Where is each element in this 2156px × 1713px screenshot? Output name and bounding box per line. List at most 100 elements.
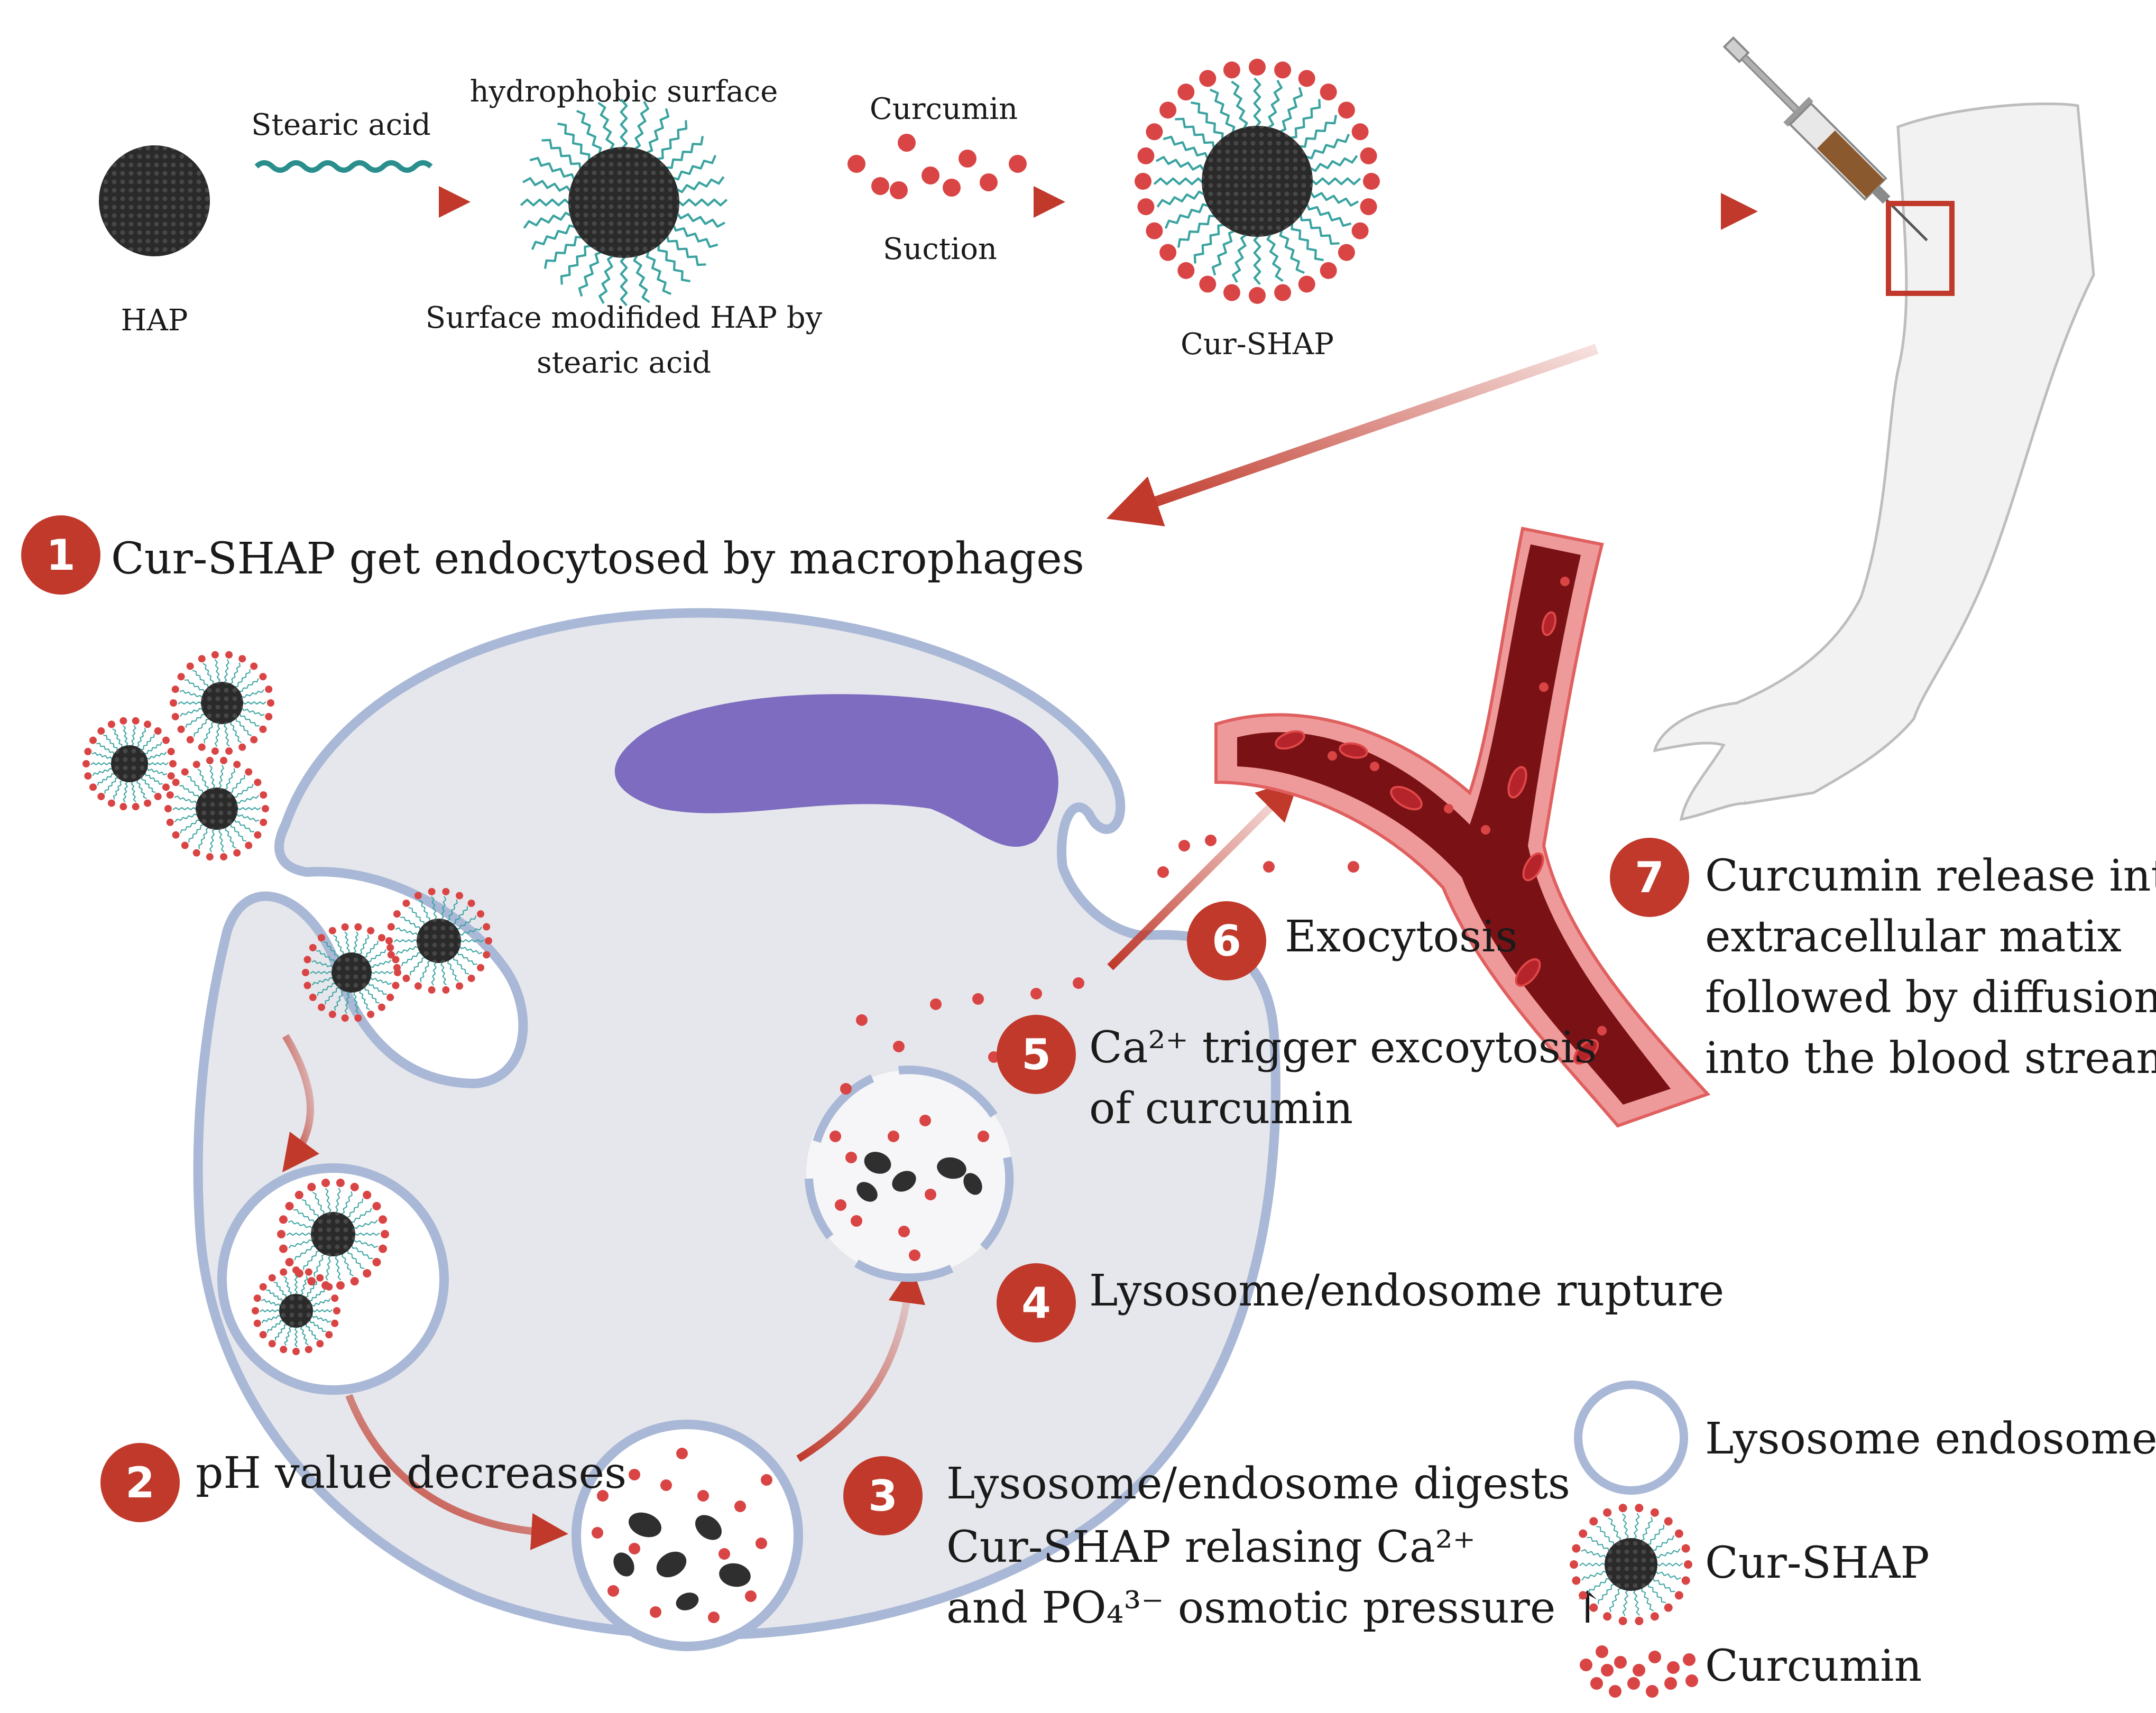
curcumin-dot xyxy=(1360,198,1377,216)
curcumin-dot xyxy=(265,712,273,720)
curcumin-dot xyxy=(303,956,311,964)
surface-modified-label-line2: stearic acid xyxy=(537,346,711,380)
curcumin-dot xyxy=(761,1474,772,1486)
curcumin-dot xyxy=(1635,1504,1644,1513)
curcumin-dot xyxy=(333,1307,340,1314)
curcumin-dot xyxy=(1572,1576,1581,1585)
curcumin-dot xyxy=(1298,275,1315,293)
hap-fragment xyxy=(892,1171,916,1192)
curcumin-dot xyxy=(1363,173,1380,190)
curcumin-dot xyxy=(89,736,97,744)
curcumin-dot xyxy=(1199,70,1217,87)
curcumin-dot xyxy=(280,1346,288,1354)
curcumin-dot xyxy=(414,892,422,900)
step-3-label-line2: Cur-SHAP relasing Ca²⁺ xyxy=(946,1522,1476,1572)
curcumin-dot xyxy=(456,892,464,900)
curcumin-dot xyxy=(835,1199,846,1211)
curcumin-dot xyxy=(354,923,362,931)
curcumin-dot xyxy=(1137,147,1155,164)
cur-shap-particle xyxy=(82,717,177,811)
curcumin-dot xyxy=(198,655,206,663)
curcumin-dot xyxy=(325,1283,333,1291)
legend: Lysosome endosomes Cur-SHAP Curcumin xyxy=(1570,1381,2156,1698)
macrophage-cell xyxy=(193,608,1280,1640)
curcumin-dot xyxy=(254,779,262,786)
curcumin-dot xyxy=(321,1178,330,1187)
curcumin-dot xyxy=(1597,1026,1607,1035)
curcumin-dot xyxy=(387,923,395,931)
curcumin-dot xyxy=(1572,1544,1581,1553)
curcumin-dot xyxy=(305,1346,312,1354)
curcumin-dot xyxy=(1338,244,1355,261)
curcumin-dot xyxy=(1146,222,1163,239)
curcumin-dot xyxy=(597,1490,609,1502)
curcumin-dot xyxy=(89,783,97,791)
curcumin-dot xyxy=(381,1230,389,1238)
curcumin-dot xyxy=(943,179,961,197)
curcumin-dot xyxy=(1444,804,1453,813)
curcumin-dot xyxy=(1298,70,1315,87)
curcumin-dot xyxy=(1609,1685,1621,1698)
curcumin-dot xyxy=(898,134,916,152)
red-blood-cell xyxy=(1507,766,1527,799)
curcumin-dot xyxy=(1348,861,1359,873)
legend-curcumin-icon xyxy=(1580,1645,1698,1698)
curcumin-dot xyxy=(1223,61,1240,79)
hap-fragment xyxy=(676,1592,699,1610)
hap-fragment xyxy=(719,1563,751,1587)
curcumin-dot xyxy=(309,994,317,1002)
svg-text:7: 7 xyxy=(1635,853,1664,902)
step-2-badge: 2 xyxy=(100,1443,180,1522)
step-3-badge: 3 xyxy=(843,1456,923,1535)
curcumin-dot xyxy=(206,853,214,861)
hap-fragment xyxy=(864,1152,891,1174)
curcumin-dot xyxy=(268,1340,276,1348)
curcumin-dot xyxy=(890,181,908,199)
curcumin-dot xyxy=(1223,284,1240,301)
curcumin-dot xyxy=(97,727,105,735)
curcumin-dot xyxy=(629,1543,640,1554)
curcumin-dot xyxy=(318,1003,326,1011)
curcumin-dot xyxy=(192,849,200,857)
curcumin-dot xyxy=(225,651,233,659)
curcumin-dot xyxy=(456,982,464,990)
curcumin-dot xyxy=(393,910,401,918)
curcumin-dot xyxy=(1627,1677,1640,1690)
curcumin-dot xyxy=(307,1182,316,1191)
curcumin-dot xyxy=(1596,1645,1608,1658)
hap-core xyxy=(1202,126,1313,237)
curcumin-dot xyxy=(144,799,152,807)
rupture-fragments xyxy=(830,1115,989,1237)
curcumin-dot xyxy=(225,747,233,755)
curcumin-dot xyxy=(331,1294,339,1302)
curcumin-dot xyxy=(162,736,170,744)
curcumin-dot xyxy=(302,969,309,976)
step-1-badge: 1 xyxy=(21,515,100,595)
curcumin-dot xyxy=(169,760,177,767)
hap-label: HAP xyxy=(121,303,188,338)
hap-core xyxy=(279,1294,313,1328)
curcumin-dot xyxy=(268,1274,276,1282)
step-7-label-line1: Curcumin release into xyxy=(1705,851,2156,901)
curcumin-dot xyxy=(363,1269,372,1278)
curcumin-dot xyxy=(144,720,152,728)
curcumin-dot xyxy=(1135,173,1151,190)
curcumin-dot xyxy=(1320,84,1337,101)
curcumin-dot xyxy=(1360,147,1377,164)
curcumin-dot xyxy=(336,1178,345,1187)
curcumin-dot xyxy=(483,951,491,959)
curcumin-dot xyxy=(341,923,349,931)
curcumin-dot xyxy=(1603,1612,1612,1621)
curcumin-dot xyxy=(745,1590,757,1602)
curcumin-dot xyxy=(1683,1653,1696,1666)
curcumin-dot xyxy=(1650,1508,1659,1517)
step-4-label: Lysosome/endosome rupture xyxy=(1089,1266,1724,1316)
curcumin-dot xyxy=(1481,825,1490,835)
curcumin-dot xyxy=(1539,682,1549,692)
curcumin-dot xyxy=(377,1003,385,1011)
curcumin-dot xyxy=(172,779,180,786)
curcumin-dot xyxy=(1650,1612,1659,1621)
curcumin-dot xyxy=(119,803,127,811)
step-3-label-line1: Lysosome/endosome digests xyxy=(946,1459,1570,1509)
curcumin-dot xyxy=(285,1202,294,1211)
